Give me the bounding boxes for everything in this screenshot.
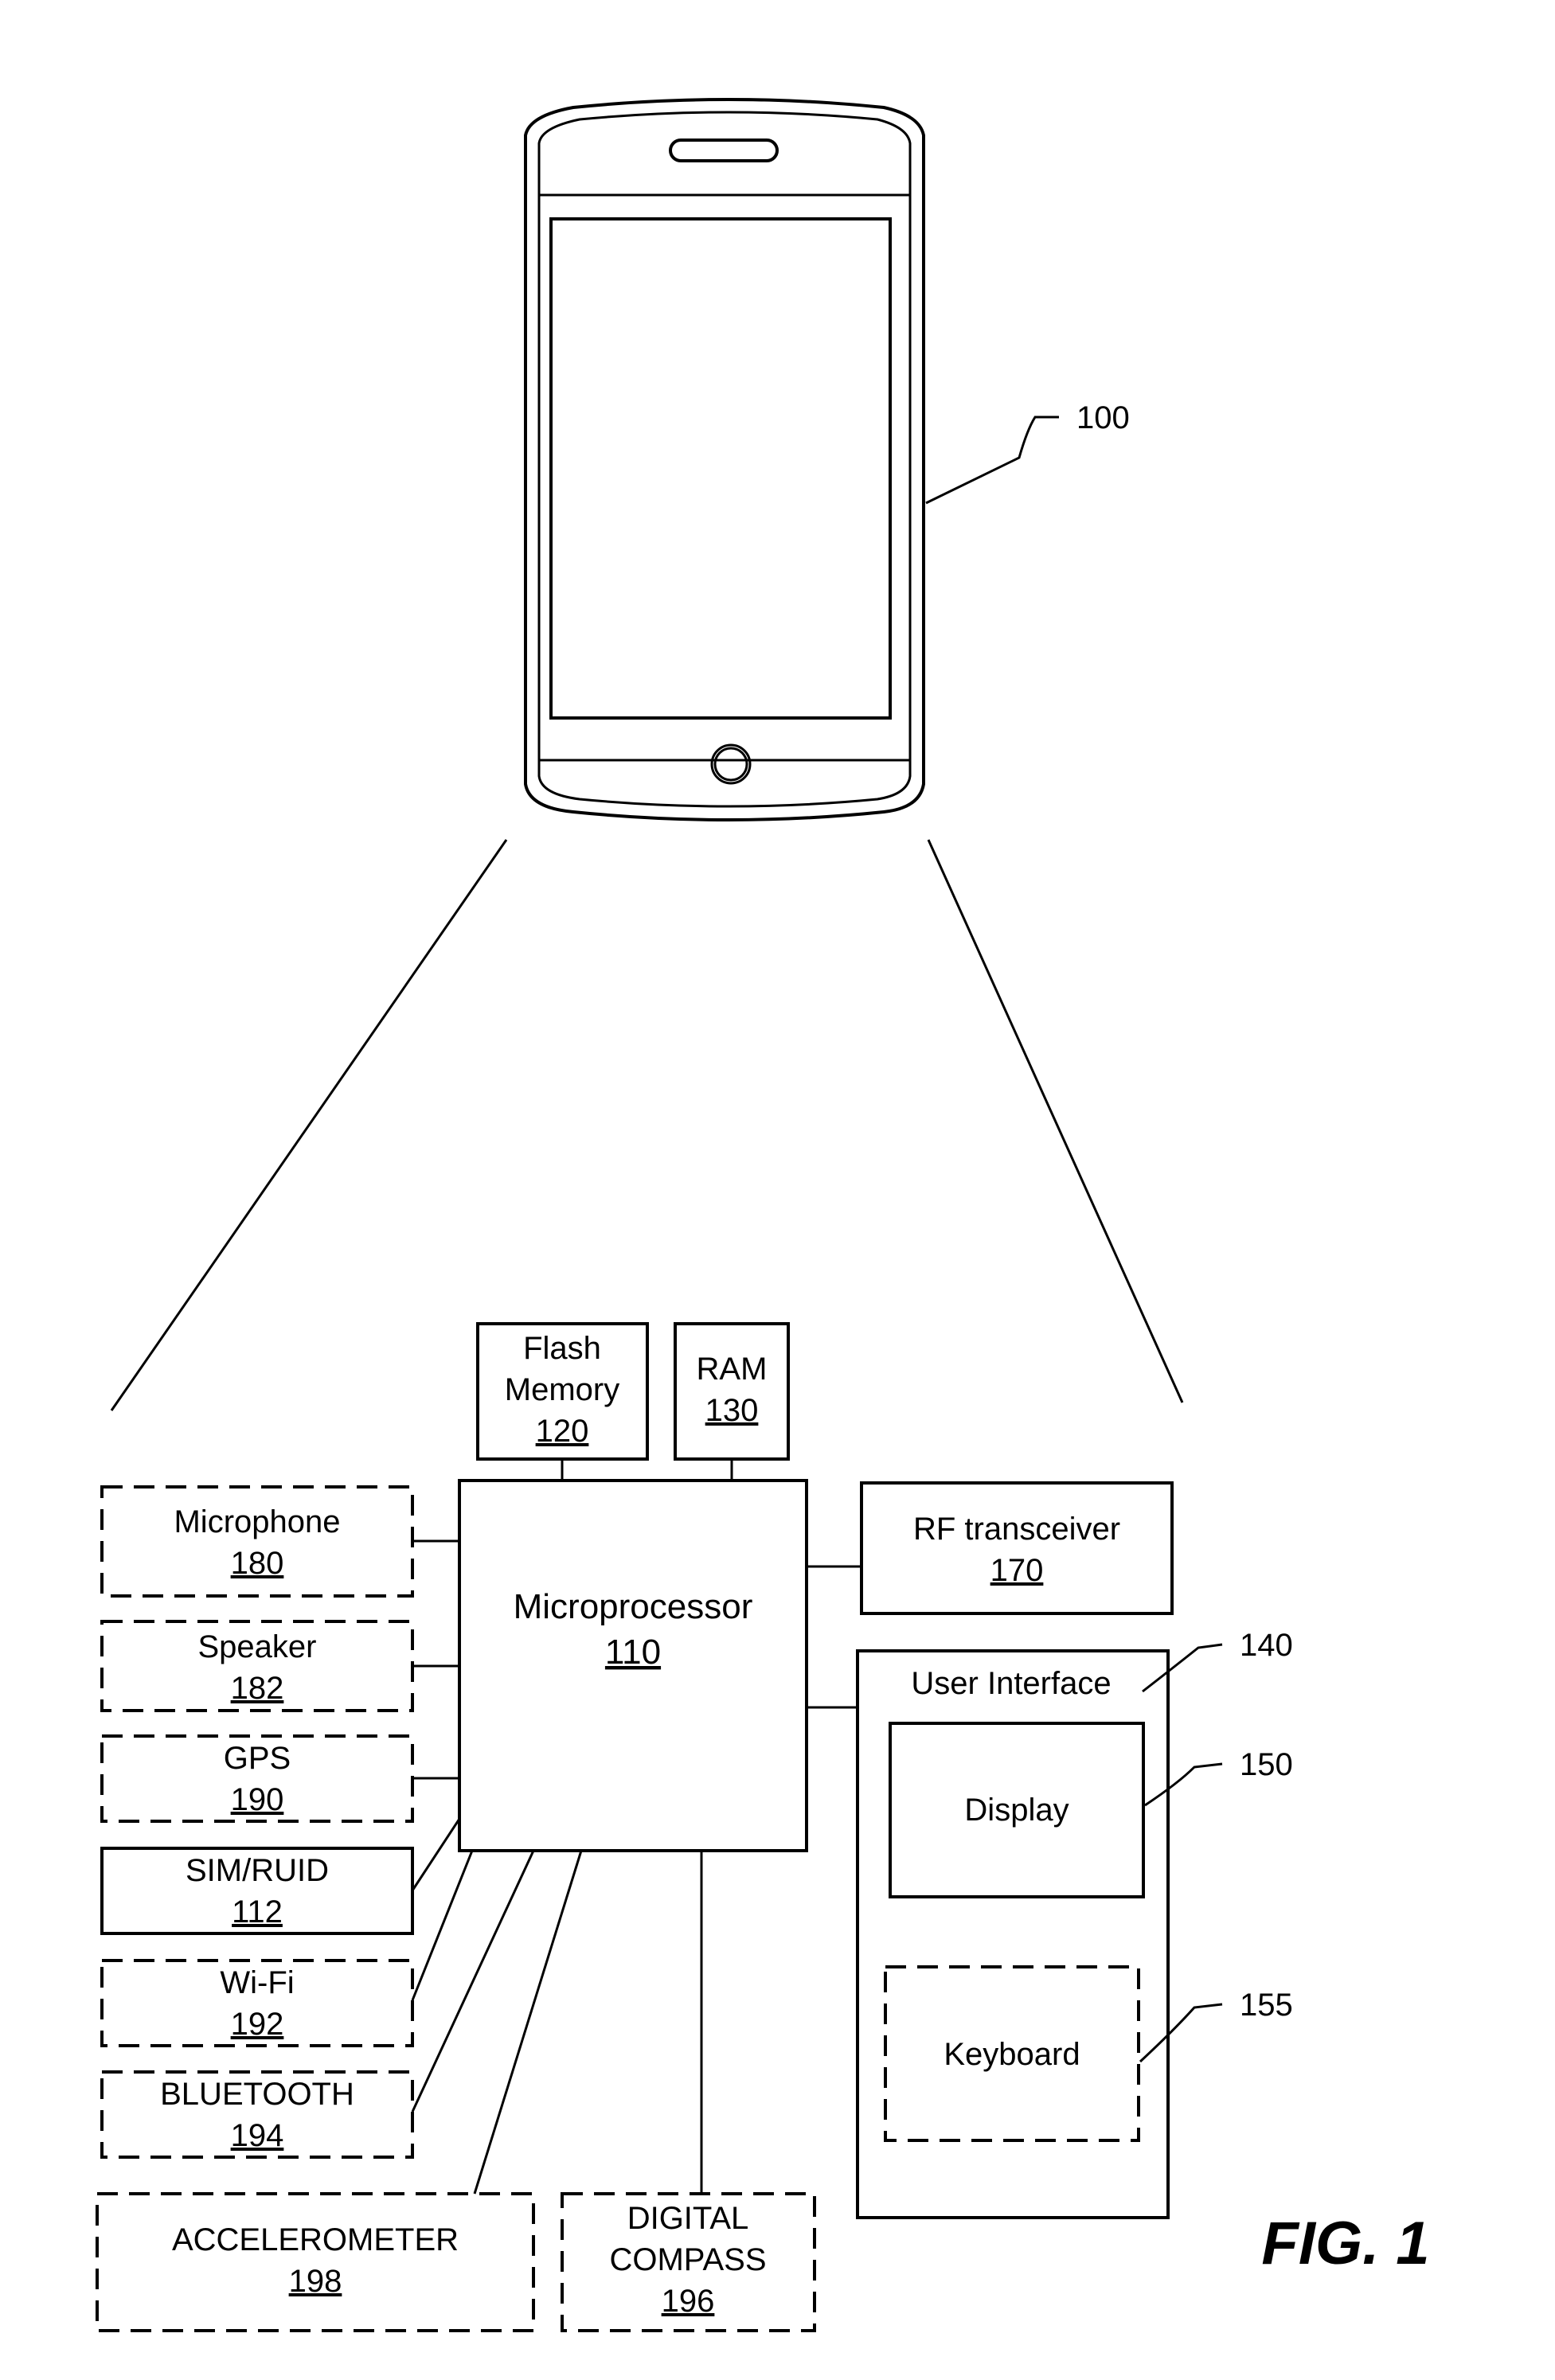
ref-140-label: 140 [1240, 1628, 1293, 1663]
sim-block: SIM/RUID 112 [102, 1848, 412, 1933]
home-button-inner-icon [715, 748, 747, 780]
wifi-connector [412, 1851, 472, 2000]
ram-box [675, 1324, 788, 1459]
gps-block: GPS 190 [102, 1736, 412, 1821]
figure-label: FIG. 1 [1261, 2210, 1429, 2277]
ref-150-label: 150 [1240, 1747, 1293, 1782]
flash-memory-label-line1: Flash [523, 1331, 601, 1366]
wifi-block: Wi-Fi 192 [102, 1961, 412, 2046]
user-interface-label: User Interface [911, 1666, 1111, 1701]
user-interface-box [858, 1651, 1168, 2218]
rf-transceiver-box [862, 1483, 1172, 1613]
phone-outer-body [525, 99, 924, 820]
flash-memory-label-line2: Memory [505, 1372, 619, 1407]
digital-compass-block: DIGITAL COMPASS 196 [562, 2194, 815, 2331]
rf-transceiver-block: RF transceiver 170 [862, 1483, 1172, 1613]
bluetooth-block: BLUETOOTH 194 [102, 2072, 412, 2157]
microprocessor-ref: 110 [605, 1633, 661, 1672]
ram-block: RAM 130 [675, 1324, 788, 1459]
accelerometer-connector [475, 1851, 581, 2194]
digital-compass-label-line2: COMPASS [609, 2242, 766, 2277]
accelerometer-label: ACCELEROMETER [172, 2222, 459, 2257]
accelerometer-ref: 198 [289, 2264, 342, 2299]
keyboard-label: Keyboard [944, 2037, 1080, 2072]
microprocessor-block: Microprocessor 110 [459, 1481, 807, 1851]
sim-connector [412, 1819, 459, 1890]
rf-transceiver-label: RF transceiver [913, 1512, 1120, 1547]
speaker-slot-icon [670, 140, 777, 161]
home-button-icon [712, 745, 750, 783]
gps-ref: 190 [231, 1782, 284, 1817]
phone-illustration [525, 99, 924, 820]
speaker-block: Speaker 182 [102, 1621, 412, 1711]
sim-ref: 112 [232, 1894, 283, 1929]
ref-100-label: 100 [1076, 400, 1130, 435]
expansion-line-right [928, 840, 1182, 1403]
microphone-ref: 180 [231, 1546, 284, 1581]
ref-155-label: 155 [1240, 1988, 1293, 2023]
user-interface-block: User Interface [858, 1651, 1168, 2218]
bluetooth-ref: 194 [231, 2118, 284, 2153]
microphone-block: Microphone 180 [102, 1487, 412, 1596]
digital-compass-label-line1: DIGITAL [627, 2201, 749, 2236]
wifi-label: Wi-Fi [220, 1965, 294, 2000]
keyboard-block: Keyboard [885, 1967, 1139, 2140]
bluetooth-label: BLUETOOTH [160, 2077, 354, 2112]
bluetooth-connector [412, 1851, 533, 2112]
ref-100-leader [926, 417, 1059, 503]
display-block: Display [890, 1723, 1143, 1897]
display-label: Display [964, 1793, 1069, 1828]
ref-155-leader [1140, 2004, 1222, 2062]
rf-transceiver-ref: 170 [990, 1553, 1044, 1588]
microphone-label: Microphone [174, 1504, 340, 1539]
ref-150-leader [1145, 1764, 1222, 1805]
phone-inner-body [539, 112, 910, 806]
accelerometer-box [97, 2194, 533, 2331]
expansion-line-left [111, 840, 506, 1410]
speaker-label: Speaker [198, 1629, 317, 1664]
microprocessor-label: Microprocessor [514, 1587, 753, 1626]
phone-screen [551, 219, 890, 718]
wifi-ref: 192 [231, 2007, 284, 2042]
ram-label: RAM [697, 1352, 768, 1387]
flash-memory-block: Flash Memory 120 [478, 1324, 647, 1459]
ram-ref: 130 [705, 1393, 759, 1428]
sim-label: SIM/RUID [186, 1853, 329, 1888]
gps-label: GPS [224, 1741, 291, 1776]
speaker-ref: 182 [231, 1671, 284, 1706]
flash-memory-ref: 120 [536, 1414, 589, 1449]
accelerometer-block: ACCELEROMETER 198 [97, 2194, 533, 2331]
digital-compass-ref: 196 [662, 2284, 715, 2319]
